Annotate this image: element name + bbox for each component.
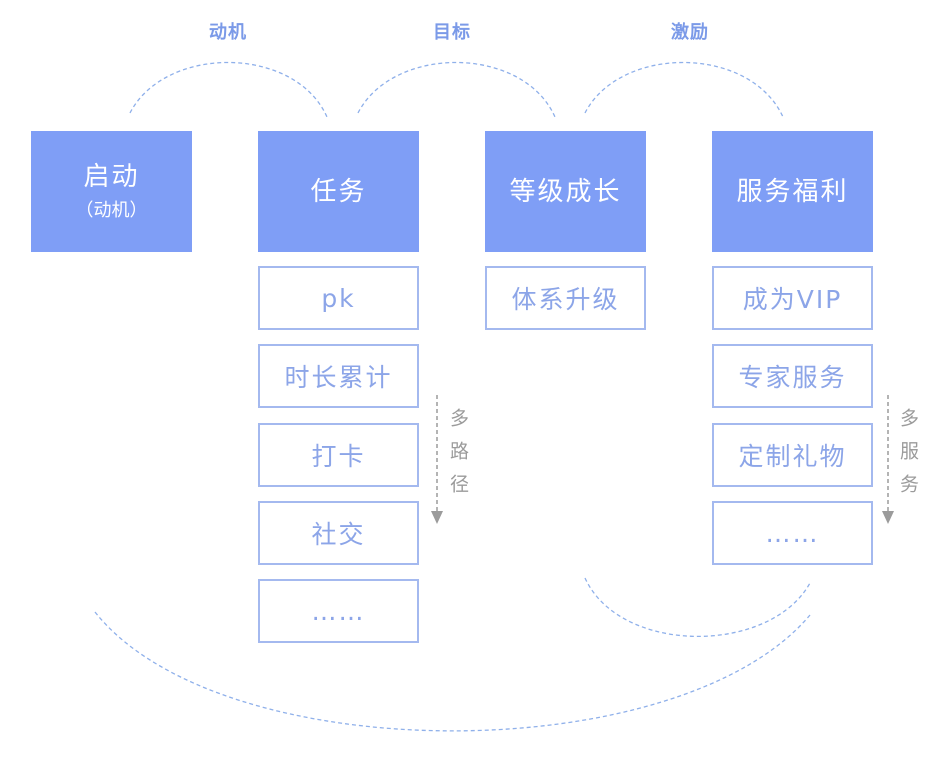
- arc-label-goal: 目标: [433, 22, 471, 43]
- task-item: 社交: [258, 501, 419, 565]
- task-item: 时长累计: [258, 344, 419, 408]
- arc-loop-benefits: [584, 577, 811, 638]
- stage-start-subtitle: （动机）: [75, 199, 148, 221]
- note-multi-service: 多服务: [897, 408, 919, 507]
- arc-goal: [357, 61, 556, 118]
- stage-start: 启动 （动机）: [31, 131, 192, 252]
- benefit-item: 专家服务: [712, 344, 873, 408]
- benefit-item: 定制礼物: [712, 423, 873, 487]
- down-arrow-paths: [431, 395, 443, 524]
- down-arrow-services: [882, 395, 894, 524]
- task-item-more: ……: [258, 579, 419, 643]
- arc-label-incentive: 激励: [671, 22, 709, 43]
- stage-tasks: 任务: [258, 131, 419, 252]
- stage-benefits: 服务福利: [712, 131, 873, 252]
- note-multi-path: 多路径: [447, 408, 469, 507]
- stage-tasks-title: 任务: [310, 176, 367, 207]
- task-item: pk: [258, 266, 419, 330]
- stage-level-growth-title: 等级成长: [509, 176, 622, 207]
- stage-level-growth: 等级成长: [485, 131, 646, 252]
- arc-label-motivation: 动机: [209, 22, 247, 43]
- arc-incentive: [584, 61, 784, 118]
- task-item: 打卡: [258, 423, 419, 487]
- level-item: 体系升级: [485, 266, 646, 330]
- benefit-item: 成为VIP: [712, 266, 873, 330]
- arc-motivation: [129, 61, 328, 118]
- stage-benefits-title: 服务福利: [736, 176, 849, 207]
- arc-loop-overall: [94, 611, 811, 732]
- stage-start-title: 启动: [83, 161, 140, 192]
- benefit-item-more: ……: [712, 501, 873, 565]
